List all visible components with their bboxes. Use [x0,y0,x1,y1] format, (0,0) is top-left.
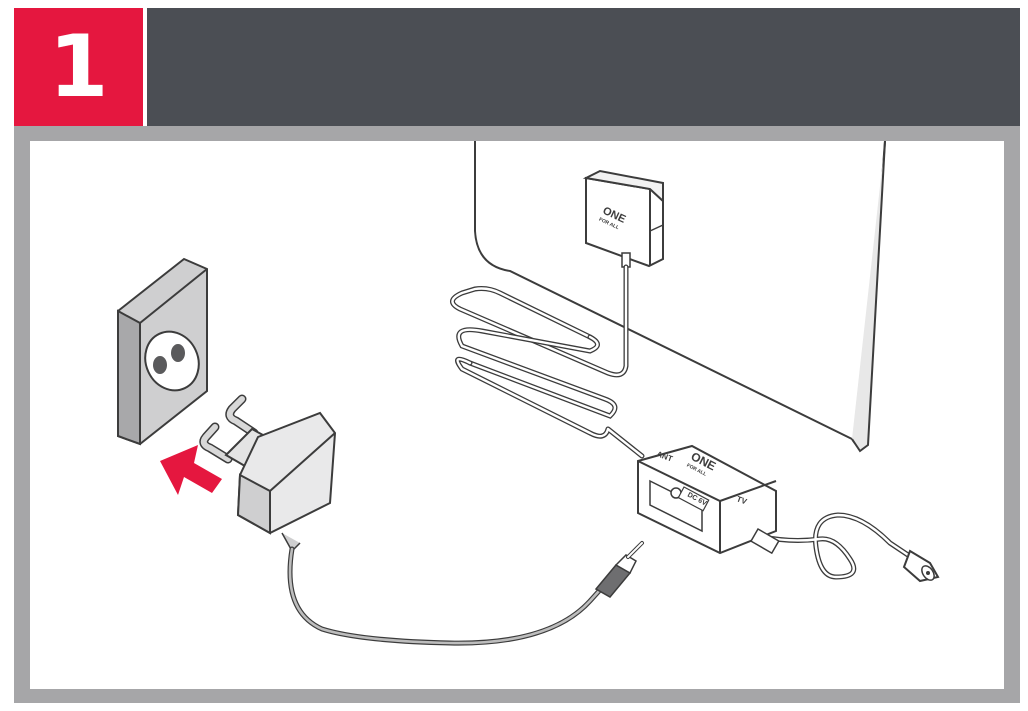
step-number: 1 [48,17,109,117]
tv-back-panel [474,141,886,453]
dc-plug-icon [594,541,644,598]
amplifier-icon: ONE FOR ALL ANT TV DC 6V [637,444,777,555]
illustration-panel: ONE FOR ALL ONE FOR ALL ANT TV [30,141,1004,689]
power-adapter-icon [199,394,337,553]
antenna-cable [450,264,645,459]
step-number-badge: 1 [14,8,143,126]
coax-connector-icon [902,549,940,583]
antenna-icon: ONE FOR ALL [582,169,664,268]
badge-divider [143,8,147,126]
step-header-bar [14,8,1020,126]
tv-cable [749,512,917,580]
insert-arrow-icon [160,445,222,495]
setup-illustration: ONE FOR ALL ONE FOR ALL ANT TV [117,141,940,646]
tv-port-label: TV [735,494,748,506]
wall-socket-icon [117,257,208,446]
power-cable [287,546,611,646]
